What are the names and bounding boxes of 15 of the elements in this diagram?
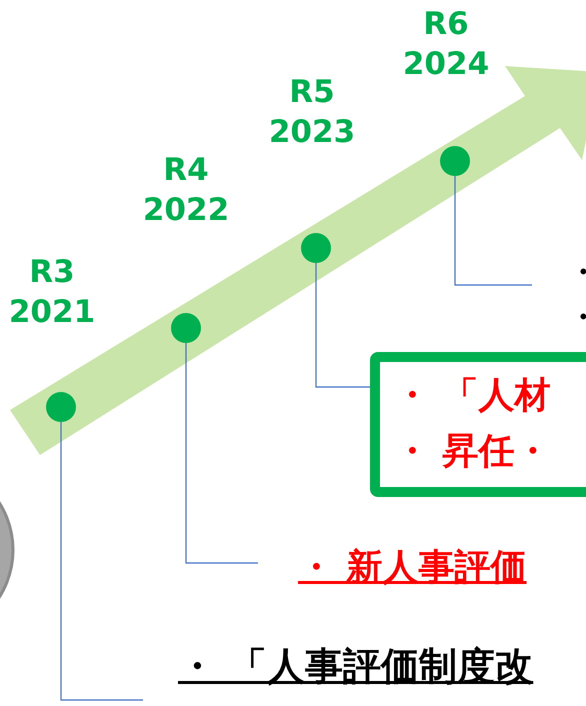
- year-label: R6 2024: [402, 5, 490, 84]
- bullet-text: ・ 「人材: [394, 374, 552, 418]
- bullet-text: ・: [568, 254, 586, 292]
- year-label: R3 2021: [8, 253, 96, 332]
- leader-line: [454, 176, 532, 286]
- year-label: R4 2022: [142, 151, 230, 230]
- highlight-box: [370, 352, 586, 497]
- year-label: R5 2023: [268, 73, 356, 152]
- bullet-text: ・ 新人事評価: [298, 546, 528, 590]
- leader-line: [60, 422, 143, 701]
- bullet-text: ・: [568, 299, 586, 337]
- leader-line: [185, 343, 258, 564]
- bullet-text: ・ 「人事評価制度改: [178, 643, 534, 690]
- bullet-text: ・ 昇任・: [394, 430, 552, 474]
- leader-line: [315, 263, 370, 388]
